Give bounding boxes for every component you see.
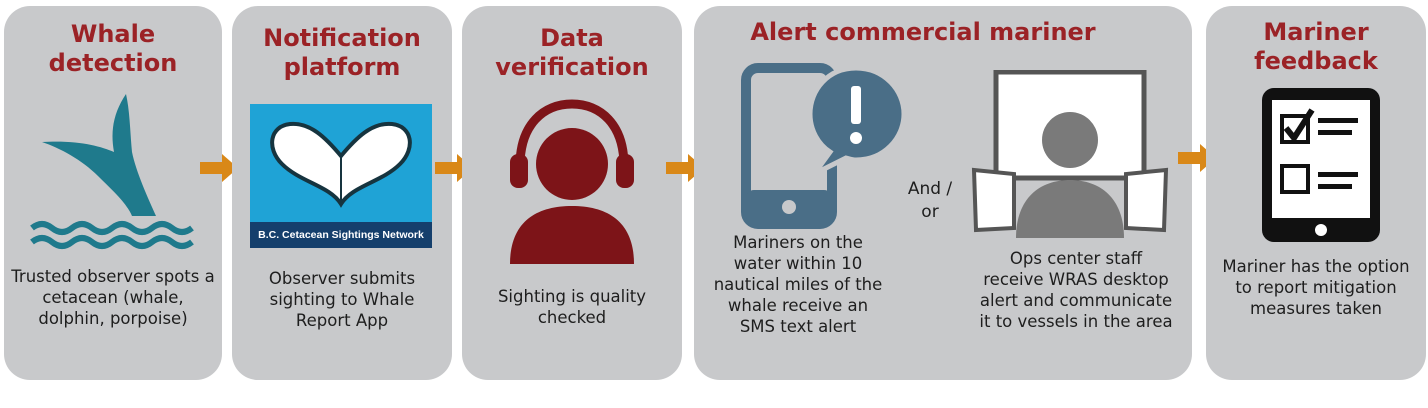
headset-person-icon bbox=[510, 99, 634, 264]
step-title: Whale detection bbox=[48, 20, 178, 77]
step-title: Mariner feedback bbox=[1254, 18, 1378, 75]
step-title: Alert commercial mariner bbox=[750, 18, 1096, 46]
desktop-operator-icon bbox=[971, 70, 1169, 238]
step-whale-detection: Whale detection Trusted observer spots a… bbox=[4, 6, 222, 380]
step-notification-platform: Notification platform B.C. Cetacean Sigh… bbox=[232, 6, 452, 380]
step-description: Mariner has the option to report mitigat… bbox=[1222, 257, 1410, 318]
step-title: Notification platform bbox=[263, 24, 421, 81]
sub-left-description: Mariners on the water within 10 nautical… bbox=[713, 233, 883, 336]
step-alert-commercial-mariner: Alert commercial mariner Mariners on the… bbox=[694, 6, 1192, 380]
whale-tail-icon bbox=[30, 94, 194, 249]
checklist-tablet-icon bbox=[1262, 88, 1380, 242]
step-description: Trusted observer spots a cetacean (whale… bbox=[11, 267, 215, 328]
step-data-verification: Data verification Sighting is quality ch… bbox=[462, 6, 682, 380]
step-description: Sighting is quality checked bbox=[497, 287, 647, 327]
connector-text: And / or bbox=[907, 179, 953, 222]
step-title: Data verification bbox=[495, 24, 649, 81]
app-logo-icon: B.C. Cetacean Sightings Network bbox=[250, 104, 432, 248]
phone-alert-icon bbox=[741, 63, 907, 229]
arrow-right-icon bbox=[200, 154, 238, 182]
step-description: Observer submits sighting to Whale Repor… bbox=[268, 269, 416, 330]
step-mariner-feedback: Mariner feedback Mariner has the option … bbox=[1206, 6, 1426, 380]
app-logo-text: B.C. Cetacean Sightings Network bbox=[250, 222, 432, 248]
sub-right-description: Ops center staff receive WRAS desktop al… bbox=[979, 249, 1173, 331]
